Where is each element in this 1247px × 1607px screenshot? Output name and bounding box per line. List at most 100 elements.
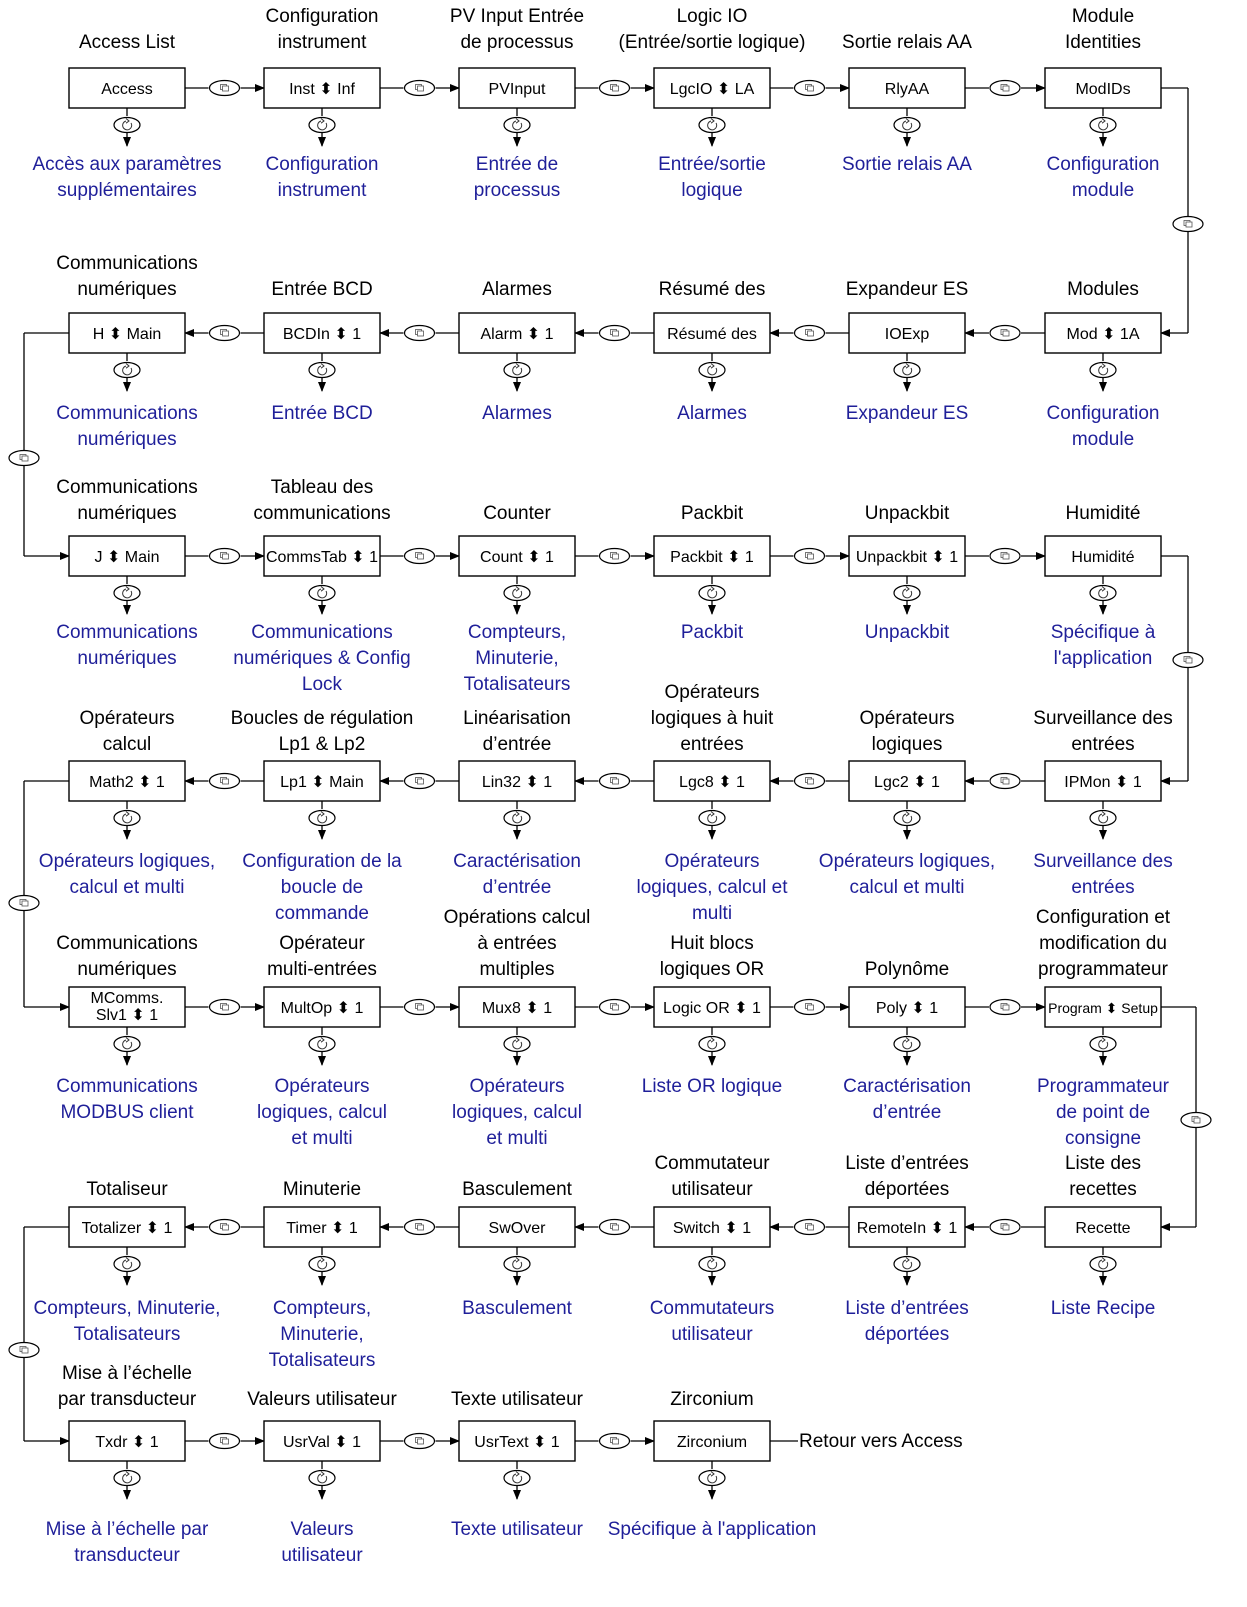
- display-box[interactable]: [458, 67, 576, 109]
- block-description: Liste d’entrées: [845, 1298, 969, 1319]
- page-key-icon: [208, 324, 241, 342]
- block-description: utilisateur: [281, 1545, 363, 1566]
- display-box[interactable]: [1044, 312, 1162, 354]
- display-box[interactable]: [68, 1206, 186, 1248]
- block-description: et multi: [291, 1128, 352, 1149]
- display-box[interactable]: [458, 312, 576, 354]
- display-box[interactable]: [848, 535, 966, 577]
- page-key-icon: [8, 894, 40, 912]
- scroll-key-icon: [113, 1255, 141, 1273]
- display-box[interactable]: [653, 535, 771, 577]
- block-description: Totalisateurs: [74, 1324, 181, 1345]
- display-box[interactable]: [68, 67, 186, 109]
- block-title: numériques: [77, 959, 176, 980]
- block-title: Configuration: [265, 6, 378, 27]
- block-title: Counter: [483, 503, 551, 524]
- block-description: Configuration: [1046, 403, 1159, 424]
- display-box[interactable]: [263, 67, 381, 109]
- block-title: calcul: [103, 734, 152, 755]
- block-title: Logic IO: [677, 6, 748, 27]
- scroll-key-icon: [113, 584, 141, 602]
- block-title: Totaliseur: [86, 1179, 168, 1200]
- block-description: Opérateurs: [469, 1076, 564, 1097]
- scroll-key-icon: [503, 1469, 531, 1487]
- block-title: Packbit: [681, 503, 744, 524]
- block-description: l'application: [1054, 648, 1153, 669]
- block-title: Huit blocs: [670, 933, 753, 954]
- block-title: Access List: [79, 32, 176, 53]
- block-title: Expandeur ES: [846, 279, 969, 300]
- display-box[interactable]: [653, 1206, 771, 1248]
- block-description: Communications: [56, 622, 198, 643]
- block-description: consigne: [1065, 1128, 1141, 1149]
- display-box[interactable]: [1044, 1206, 1162, 1248]
- display-box-text: Mux8 ⬍ 1: [482, 1000, 552, 1017]
- display-box[interactable]: [1044, 986, 1162, 1028]
- block-title: Zirconium: [670, 1389, 753, 1410]
- display-box[interactable]: [1044, 760, 1162, 802]
- block-title: Identities: [1065, 32, 1141, 53]
- display-box-text: Unpackbit ⬍ 1: [856, 549, 958, 566]
- display-box-text: Lin32 ⬍ 1: [482, 774, 552, 791]
- display-box-text: IOExp: [885, 326, 930, 343]
- display-box[interactable]: [68, 312, 186, 354]
- block-title: Tableau des: [271, 477, 373, 498]
- display-box[interactable]: [1044, 535, 1162, 577]
- block-title: Humidité: [1066, 503, 1141, 524]
- display-box-text: J ⬍ Main: [95, 549, 160, 566]
- display-box[interactable]: [458, 986, 576, 1028]
- block-title: communications: [253, 503, 390, 524]
- block-description: Expandeur ES: [846, 403, 969, 424]
- display-box[interactable]: [848, 312, 966, 354]
- scroll-key-icon: [1089, 1255, 1117, 1273]
- display-box[interactable]: [263, 312, 381, 354]
- display-box[interactable]: [653, 312, 771, 354]
- display-box[interactable]: [263, 760, 381, 802]
- block-description: Liste OR logique: [642, 1076, 782, 1097]
- scroll-key-icon: [1089, 584, 1117, 602]
- display-box[interactable]: [1044, 67, 1162, 109]
- display-box[interactable]: [653, 1420, 771, 1462]
- display-box-text: Switch ⬍ 1: [673, 1220, 751, 1237]
- display-box[interactable]: [458, 1420, 576, 1462]
- page-key-icon: [208, 79, 241, 97]
- block-description: calcul et multi: [69, 877, 184, 898]
- block-description: Basculement: [462, 1298, 573, 1319]
- display-box[interactable]: [848, 1206, 966, 1248]
- page-key-icon: [208, 1432, 241, 1450]
- block-description: Alarmes: [677, 403, 747, 424]
- display-box[interactable]: [458, 760, 576, 802]
- display-box[interactable]: [263, 986, 381, 1028]
- display-box[interactable]: [653, 760, 771, 802]
- display-box[interactable]: [68, 535, 186, 577]
- display-box[interactable]: [653, 67, 771, 109]
- display-box[interactable]: [263, 535, 381, 577]
- block-title: Unpackbit: [865, 503, 950, 524]
- scroll-key-icon: [308, 361, 336, 379]
- display-box[interactable]: [68, 760, 186, 802]
- page-key-icon: [208, 772, 241, 790]
- page-key-icon: [989, 547, 1021, 565]
- block-description: Configuration de la: [242, 851, 402, 872]
- block-description: Opérateurs: [664, 851, 759, 872]
- block-title: Opérateurs: [79, 708, 174, 729]
- scroll-key-icon: [503, 1255, 531, 1273]
- page-key-icon: [208, 1218, 241, 1236]
- display-box[interactable]: [263, 1206, 381, 1248]
- scroll-key-icon: [698, 1255, 726, 1273]
- display-box[interactable]: [68, 1420, 186, 1462]
- display-box-text: Count ⬍ 1: [480, 549, 554, 566]
- block-description: logique: [681, 180, 742, 201]
- block-description: Compteurs, Minuterie,: [34, 1298, 221, 1319]
- display-box[interactable]: [458, 1206, 576, 1248]
